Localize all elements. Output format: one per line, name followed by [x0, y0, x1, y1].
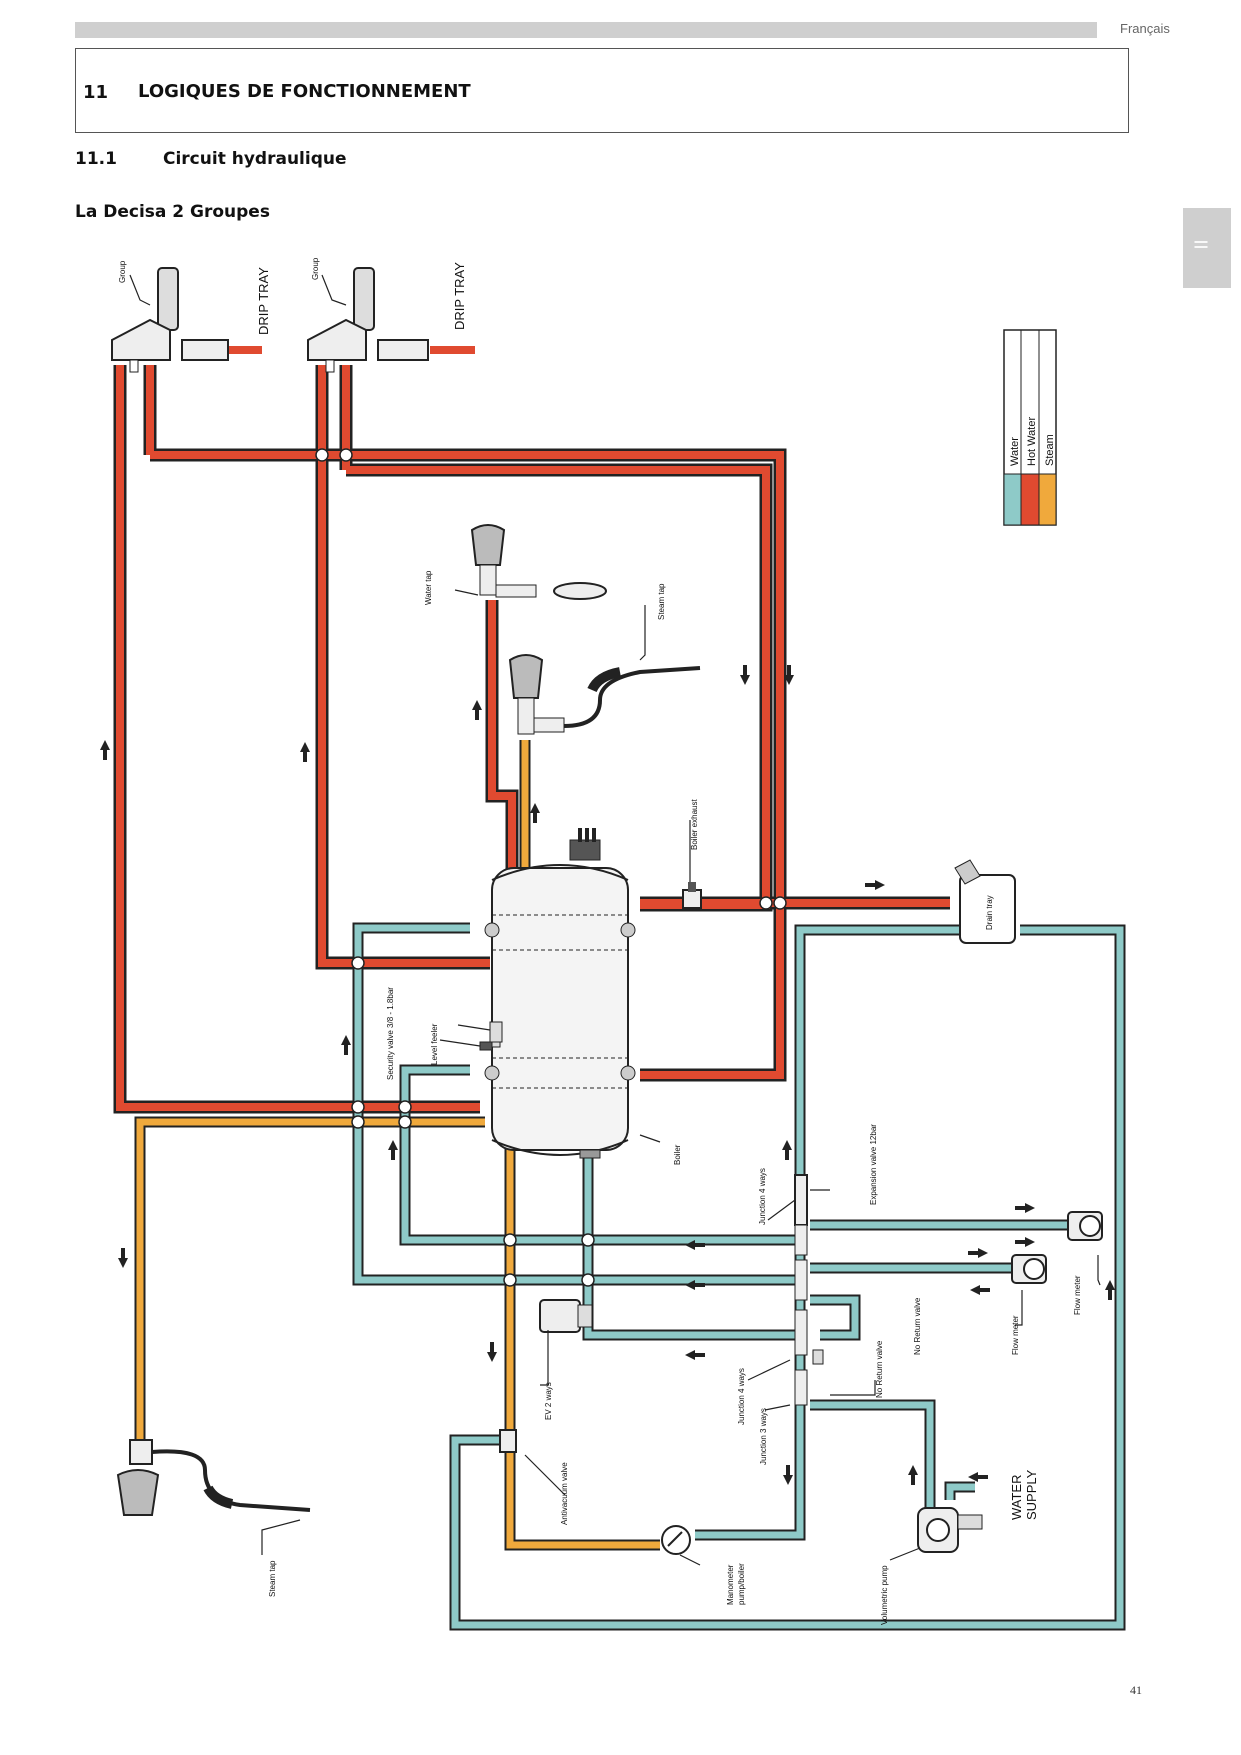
arrow-right	[865, 880, 885, 890]
legend	[1003, 329, 1057, 526]
label-manometer-line2: pump/boiler	[737, 1563, 746, 1605]
arrow-up	[530, 803, 540, 823]
label-junction-4-ways-bottom: Junction 4 ways	[737, 1368, 746, 1425]
label-junction-4-ways-top: Junction 4 ways	[758, 1168, 767, 1225]
arrow-right	[1015, 1203, 1035, 1213]
label-level-feeler: Level feeler	[430, 1023, 439, 1065]
label-boiler: Boiler	[673, 1144, 682, 1165]
page-number: 41	[1130, 1683, 1142, 1697]
label-antivacuum-valve: Antivacuum valve	[560, 1462, 569, 1525]
label-manometer-line1: Manometer	[726, 1564, 735, 1605]
subsection-number: 11.1	[75, 149, 117, 169]
water-pipes	[352, 922, 1126, 1631]
legend-label-hot-water: Hot Water	[1026, 417, 1038, 466]
figure-title: La Decisa 2 Groupes	[75, 202, 270, 222]
label-water-supply-line1: WATER	[1009, 1475, 1024, 1521]
diagram-labels: Water Hot Water Steam Group Group DRIP T…	[118, 257, 1082, 1625]
arrow-up	[1105, 1280, 1115, 1300]
ev-2-ways-solenoid	[539, 1299, 593, 1333]
group-1	[111, 267, 229, 373]
header-bar	[75, 22, 1097, 38]
label-group-2: Group	[311, 257, 320, 280]
group-2	[307, 267, 429, 373]
steam-tap-valve-bottom	[116, 1439, 311, 1516]
leader-lines	[129, 274, 1101, 1566]
arrow-up	[388, 1140, 398, 1160]
volumetric-pump	[917, 1507, 983, 1553]
arrow-left	[685, 1240, 705, 1250]
arrow-right	[968, 1248, 988, 1258]
section-number: 11	[83, 82, 109, 103]
label-boiler-exhaust: Boiler exhaust	[690, 799, 699, 850]
arrow-down	[740, 665, 750, 685]
label-flow-meter-1: Flow meter	[1073, 1275, 1082, 1315]
arrow-right	[1015, 1237, 1035, 1247]
section-title: LOGIQUES DE FONCTIONNEMENT	[138, 81, 471, 102]
legend-swatch-water	[1003, 473, 1022, 526]
arrow-up	[300, 742, 310, 762]
label-no-return-valve-2: No Return valve	[875, 1340, 884, 1398]
arrow-up	[782, 1140, 792, 1160]
label-no-return-valve-1: No Return valve	[913, 1297, 922, 1355]
label-ev-2-ways: EV 2 ways	[544, 1382, 553, 1420]
label-water-tap: Water tap	[424, 570, 433, 605]
water-tap-valve	[470, 524, 607, 600]
manometer	[661, 1525, 691, 1555]
flow-arrows	[100, 665, 1115, 1485]
legend-label-steam: Steam	[1044, 434, 1056, 466]
label-security-valve: Security valve 3/8 - 1.8bar	[386, 987, 395, 1080]
flow-meter-1	[1067, 1211, 1103, 1241]
label-drip-tray-1: DRIP TRAY	[256, 267, 271, 335]
drain-tray	[954, 859, 1016, 944]
legend-swatch-steam	[1038, 473, 1057, 526]
label-junction-3-ways: Junction 3 ways	[759, 1408, 768, 1465]
arrow-left	[685, 1350, 705, 1360]
pipe-crossovers	[315, 448, 787, 1287]
label-expansion-valve: Expansion valve 12bar	[869, 1124, 878, 1205]
label-drain-tray: Drain tray	[985, 895, 994, 930]
label-water-supply-line2: SUPPLY	[1024, 1469, 1039, 1520]
arrow-up	[472, 700, 482, 720]
arrow-left	[970, 1285, 990, 1295]
subsection-title: Circuit hydraulique	[163, 149, 347, 169]
label-steam-tap-bottom: Steam tap	[268, 1560, 277, 1597]
legend-swatch-hot-water	[1020, 473, 1040, 526]
boiler-exhaust-valve	[682, 882, 702, 909]
arrow-left	[685, 1280, 705, 1290]
section-header-box	[75, 48, 1129, 133]
label-steam-tap-top: Steam tap	[657, 583, 666, 620]
legend-label-water: Water	[1009, 437, 1021, 466]
antivacuum-valve	[499, 1429, 517, 1453]
arrow-up	[100, 740, 110, 760]
arrow-up	[341, 1035, 351, 1055]
language-label: Français	[1120, 21, 1170, 36]
arrow-down	[783, 1465, 793, 1485]
junction-and-valves	[794, 1174, 824, 1406]
level-feeler-probe	[479, 1041, 493, 1051]
security-valve	[489, 1021, 503, 1043]
steam-tap-valve-top	[508, 654, 701, 735]
arrow-down	[784, 665, 794, 685]
boiler	[484, 828, 636, 1159]
arrow-left	[968, 1472, 988, 1482]
arrow-down	[118, 1248, 128, 1268]
arrow-down	[487, 1342, 497, 1362]
label-flow-meter-2: Flow meter	[1011, 1315, 1020, 1355]
chapter-side-tab: II	[1183, 208, 1231, 288]
flow-meter-2	[1011, 1254, 1047, 1284]
label-volumetric-pump: Volumetric pump	[880, 1565, 889, 1625]
hot-water-pipes	[113, 346, 950, 1114]
label-drip-tray-2: DRIP TRAY	[452, 262, 467, 330]
label-group-1: Group	[118, 260, 127, 283]
arrow-up	[908, 1465, 918, 1485]
